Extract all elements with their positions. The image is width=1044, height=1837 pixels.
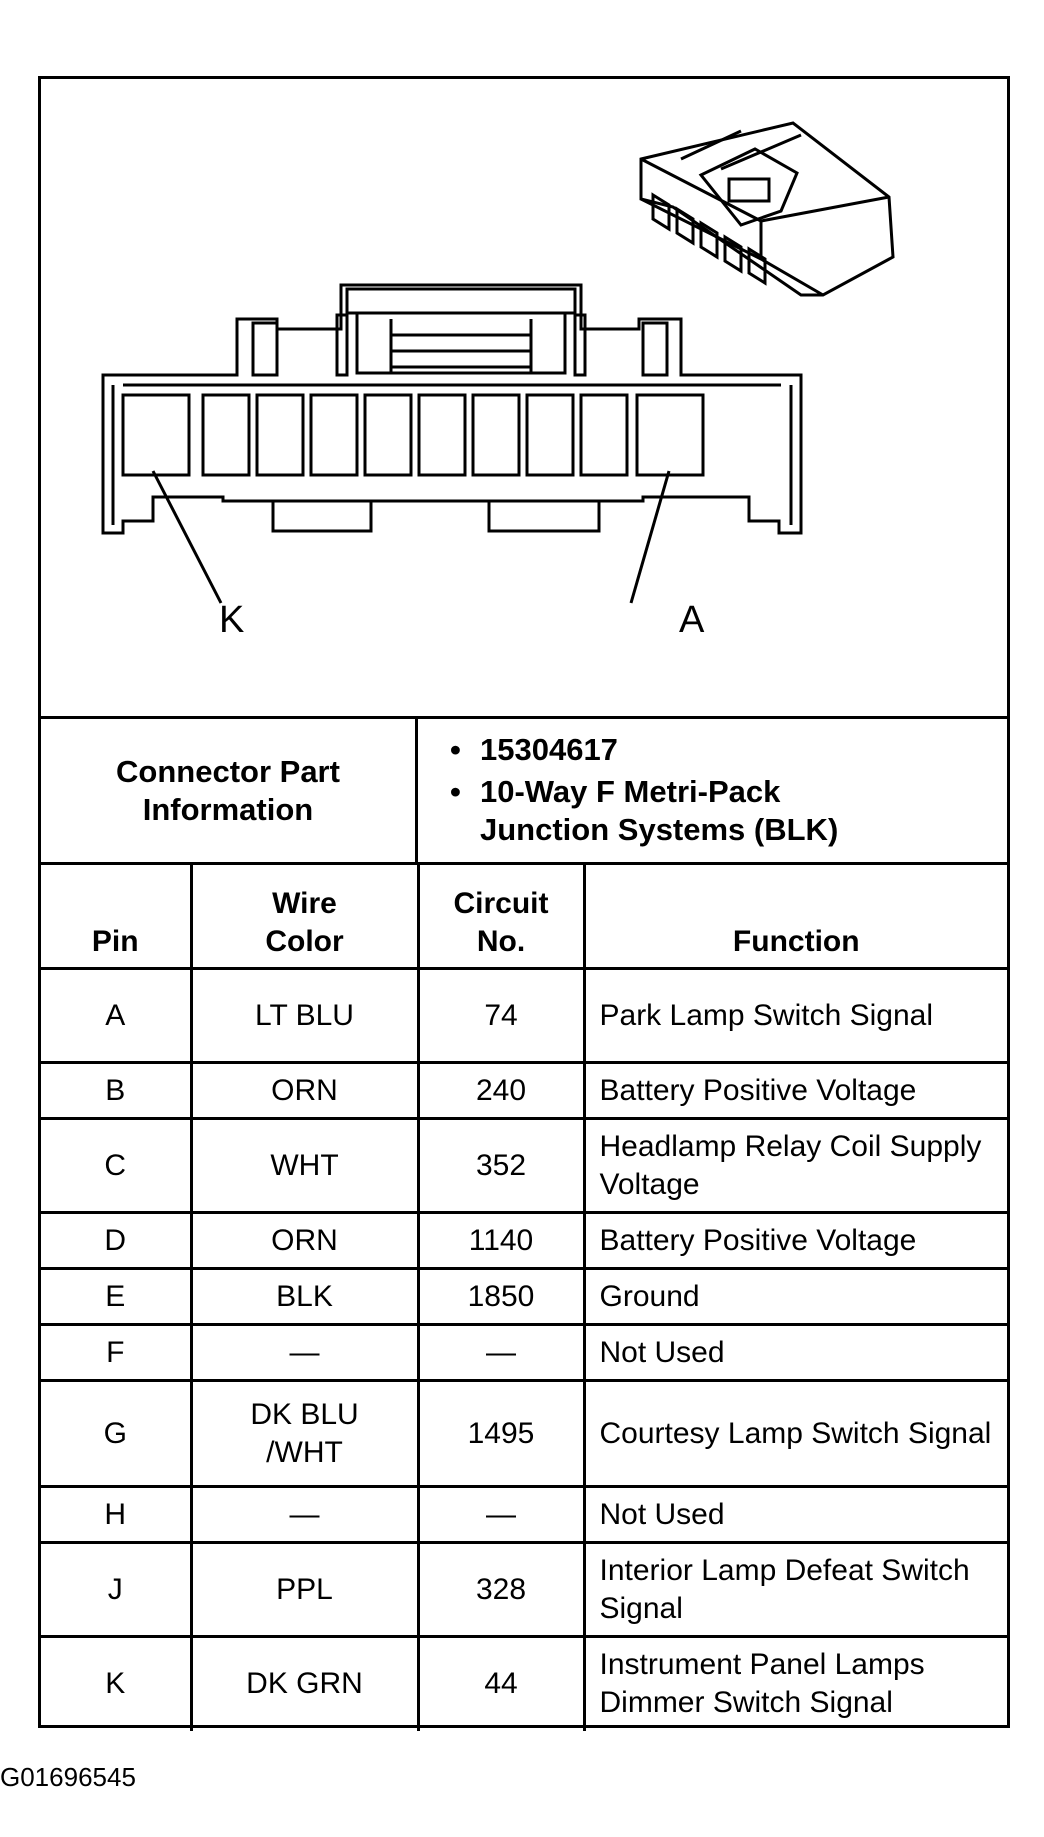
- header-function: Function: [582, 862, 1007, 970]
- table-row: F——Not Used: [41, 1323, 1007, 1382]
- cell-pin: K: [41, 1635, 193, 1731]
- cavity-k: [121, 393, 191, 477]
- cell-circuit-no: 1140: [416, 1211, 586, 1270]
- connector-part-info-values: • 15304617 • 10-Way F Metri-Pack Junctio…: [418, 719, 1007, 862]
- part-number-item: • 15304617: [450, 732, 618, 767]
- cell-pin: H: [41, 1485, 193, 1544]
- cavity-d: [471, 393, 521, 477]
- cell-wire-color: DK GRN: [189, 1635, 420, 1731]
- cell-pin: F: [41, 1323, 193, 1382]
- cavity-c: [525, 393, 575, 477]
- cell-pin: E: [41, 1267, 193, 1326]
- cavity-e: [417, 393, 467, 477]
- cell-function: Courtesy Lamp Switch Signal: [582, 1379, 1007, 1488]
- connector-part-info-label: Connector Part Information: [41, 719, 418, 862]
- connector-face: [101, 283, 803, 604]
- cavity-a: [635, 393, 705, 477]
- connector-diagram: K A: [41, 79, 1007, 716]
- cell-function: Battery Positive Voltage: [582, 1061, 1007, 1120]
- cell-circuit-no: 44: [416, 1635, 586, 1731]
- cell-wire-color: —: [189, 1323, 420, 1382]
- cell-circuit-no: —: [416, 1323, 586, 1382]
- bottom-tab-right: [487, 501, 601, 533]
- cell-function: Ground: [582, 1267, 1007, 1326]
- bottom-tab-left: [271, 501, 373, 533]
- latch-body: [355, 311, 567, 375]
- connector-part-information: Connector Part Information • 15304617 • …: [41, 716, 1007, 862]
- header-wire-color: Wire Color: [189, 862, 420, 970]
- cell-wire-color: ORN: [189, 1211, 420, 1270]
- leader-line-k: [151, 470, 223, 604]
- cell-wire-color: DK BLU /WHT: [189, 1379, 420, 1488]
- cell-wire-color: BLK: [189, 1267, 420, 1326]
- cavity-h: [255, 393, 305, 477]
- cell-circuit-no: 328: [416, 1541, 586, 1638]
- cell-pin: C: [41, 1117, 193, 1214]
- cell-circuit-no: 240: [416, 1061, 586, 1120]
- header-circuit-no: Circuit No.: [416, 862, 586, 970]
- cell-function: Interior Lamp Defeat Switch Signal: [582, 1541, 1007, 1638]
- cavity-b: [579, 393, 629, 477]
- cell-pin: D: [41, 1211, 193, 1270]
- latch-top: [345, 287, 577, 315]
- cell-pin: B: [41, 1061, 193, 1120]
- cavity-g: [309, 393, 359, 477]
- leader-line-a: [629, 470, 671, 604]
- connector-face-drawing: [101, 121, 895, 604]
- cavity-j: [201, 393, 251, 477]
- cell-function: Not Used: [582, 1323, 1007, 1382]
- cell-function: Park Lamp Switch Signal: [582, 967, 1007, 1064]
- cell-wire-color: LT BLU: [189, 967, 420, 1064]
- cell-wire-color: ORN: [189, 1061, 420, 1120]
- figure-id: G01696545: [0, 1762, 136, 1792]
- cell-circuit-no: 352: [416, 1117, 586, 1214]
- iso-cavities: [651, 192, 767, 286]
- connector-frame: K A Connector Part Information • 1530461…: [38, 76, 1010, 1731]
- table-row: H——Not Used: [41, 1485, 1007, 1544]
- cell-wire-color: —: [189, 1485, 420, 1544]
- cell-circuit-no: —: [416, 1485, 586, 1544]
- cell-wire-color: PPL: [189, 1541, 420, 1638]
- cell-pin: G: [41, 1379, 193, 1488]
- cell-circuit-no: 1850: [416, 1267, 586, 1326]
- cell-function: Headlamp Relay Coil Supply Voltage: [582, 1117, 1007, 1214]
- cell-pin: J: [41, 1541, 193, 1638]
- pin-label-k: K: [219, 599, 245, 641]
- cell-function: Not Used: [582, 1485, 1007, 1544]
- iso-latch: [698, 147, 799, 227]
- header-pin: Pin: [41, 862, 193, 970]
- table-header-row: Pin Wire Color Circuit No. Function: [41, 862, 1007, 970]
- cell-circuit-no: 74: [416, 967, 586, 1064]
- cell-circuit-no: 1495: [416, 1379, 586, 1488]
- cell-wire-color: WHT: [189, 1117, 420, 1214]
- cell-function: Instrument Panel Lamps Dimmer Switch Sig…: [582, 1635, 1007, 1731]
- cavity-f: [363, 393, 413, 477]
- cell-pin: A: [41, 967, 193, 1064]
- connector-type-item: • 10-Way F Metri-Pack Junction Systems (…: [450, 774, 839, 847]
- cell-function: Battery Positive Voltage: [582, 1211, 1007, 1270]
- pin-label-a: A: [679, 599, 705, 641]
- connector-isometric-view: [639, 121, 895, 297]
- connector-body-outline: [101, 283, 803, 535]
